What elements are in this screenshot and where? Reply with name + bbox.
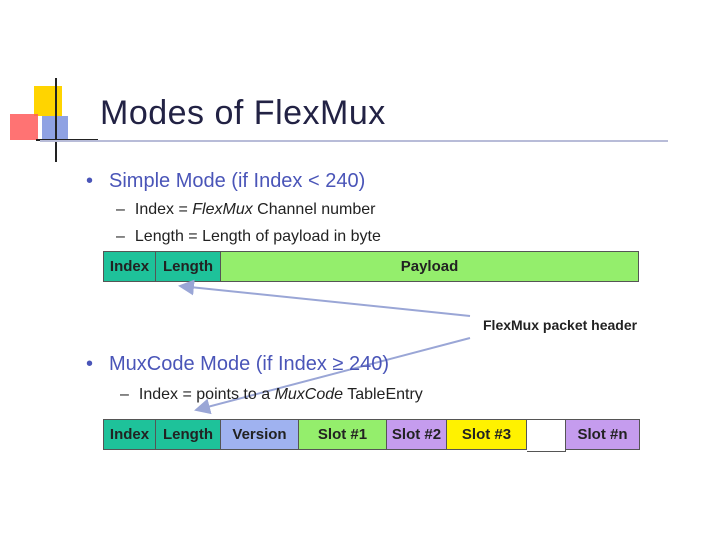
muxcode-mode-sub1: –Index = points to a MuxCode TableEntry bbox=[120, 386, 423, 403]
simple-mode-bullet: • Simple Mode (if Index < 240) bbox=[86, 170, 365, 193]
packet-cell-version: Version bbox=[221, 419, 299, 450]
simple-packet-row: Index Length Payload bbox=[103, 251, 639, 282]
packet-cell-slot-1: Slot #1 bbox=[299, 419, 387, 450]
packet-cell-slot-2: Slot #2 bbox=[387, 419, 447, 450]
arrow-icon bbox=[194, 337, 471, 415]
bullet-icon: • bbox=[86, 353, 94, 375]
packet-header-callout: FlexMux packet header bbox=[483, 317, 638, 333]
dash-icon: – bbox=[120, 386, 129, 403]
title-divider bbox=[40, 140, 668, 142]
packet-cell-index: Index bbox=[103, 419, 156, 450]
packet-cell-index: Index bbox=[103, 251, 156, 282]
packet-cell-length: Length bbox=[156, 419, 221, 450]
packet-cell-slot-3: Slot #3 bbox=[447, 419, 527, 450]
simple-mode-sub2: –Length = Length of payload in byte bbox=[116, 228, 381, 245]
packet-cell-payload: Payload bbox=[221, 251, 639, 282]
page-title: Modes of FlexMux bbox=[100, 94, 386, 132]
bullet-icon: • bbox=[86, 170, 94, 192]
muxcode-mode-heading: MuxCode Mode (if Index ≥ 240) bbox=[109, 353, 390, 375]
simple-mode-heading: Simple Mode (if Index < 240) bbox=[109, 170, 366, 192]
packet-cell-ellipsis bbox=[527, 419, 566, 452]
dash-icon: – bbox=[116, 228, 125, 245]
muxcode-packet-row: Index Length Version Slot #1 Slot #2 Slo… bbox=[103, 419, 640, 452]
packet-cell-slot-n: Slot #n bbox=[566, 419, 640, 450]
dash-icon: – bbox=[116, 201, 125, 218]
arrow-icon bbox=[178, 279, 471, 317]
muxcode-mode-bullet: • MuxCode Mode (if Index ≥ 240) bbox=[86, 353, 389, 376]
simple-mode-sub1: –Index = FlexMux Channel number bbox=[116, 201, 376, 218]
